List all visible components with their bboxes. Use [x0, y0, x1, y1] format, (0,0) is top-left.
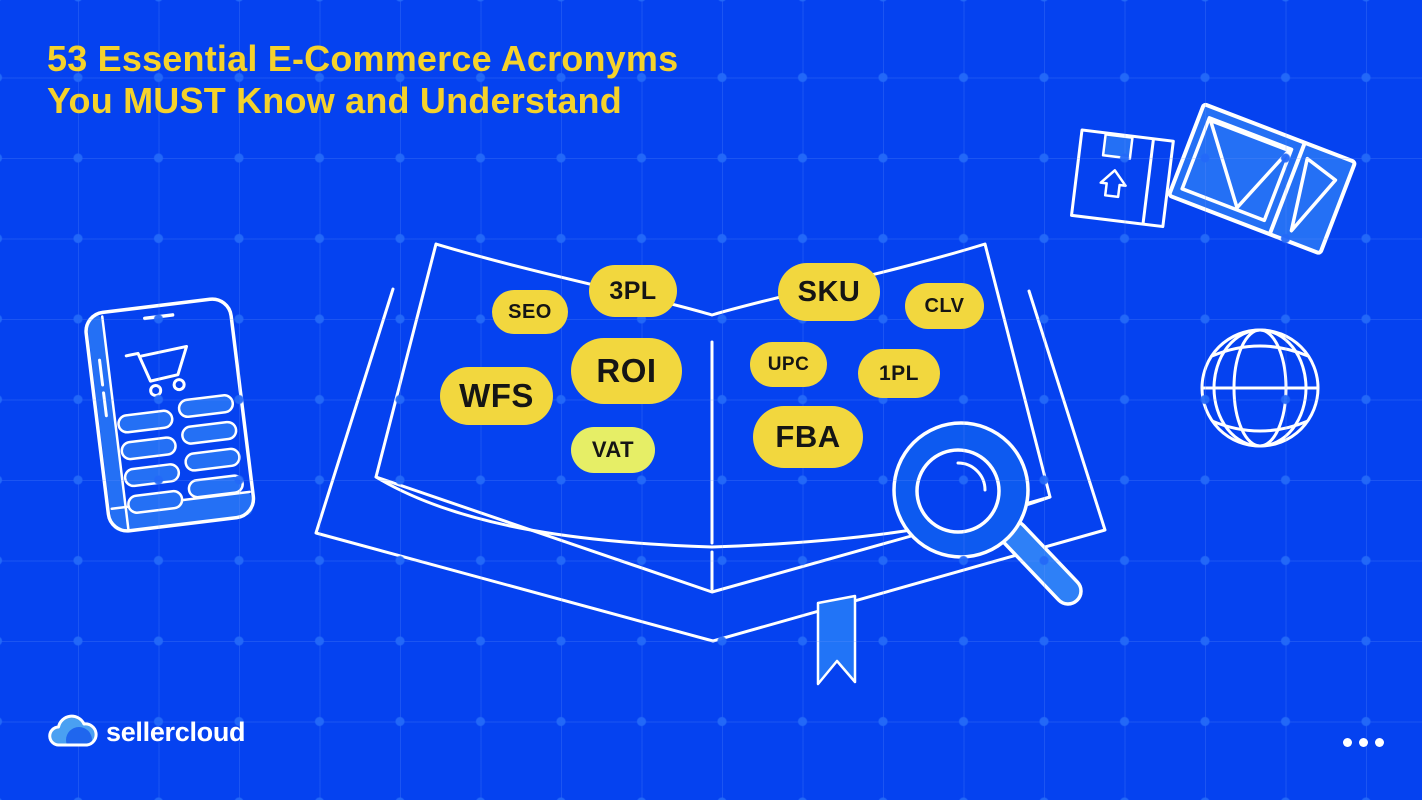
acronym-pill-clv: CLV [905, 283, 984, 329]
acronym-pill-vat: VAT [571, 427, 655, 473]
acronym-pill-3pl: 3PL [589, 265, 677, 317]
logo-text: sellercloud [106, 716, 246, 747]
acronym-pill-1pl: 1PL [858, 349, 940, 398]
acronym-pill-seo: SEO [492, 290, 568, 334]
acronym-pill-upc: UPC [750, 342, 827, 387]
acronym-pill-roi: ROI [571, 338, 682, 404]
acronym-pill-wfs: WFS [440, 367, 553, 425]
ellipsis-icon [1343, 738, 1384, 747]
acronym-pill-fba: FBA [753, 406, 863, 468]
logo: sellercloud [46, 714, 246, 750]
acronym-pill-sku: SKU [778, 263, 880, 321]
cloud-logo-icon [48, 714, 98, 747]
